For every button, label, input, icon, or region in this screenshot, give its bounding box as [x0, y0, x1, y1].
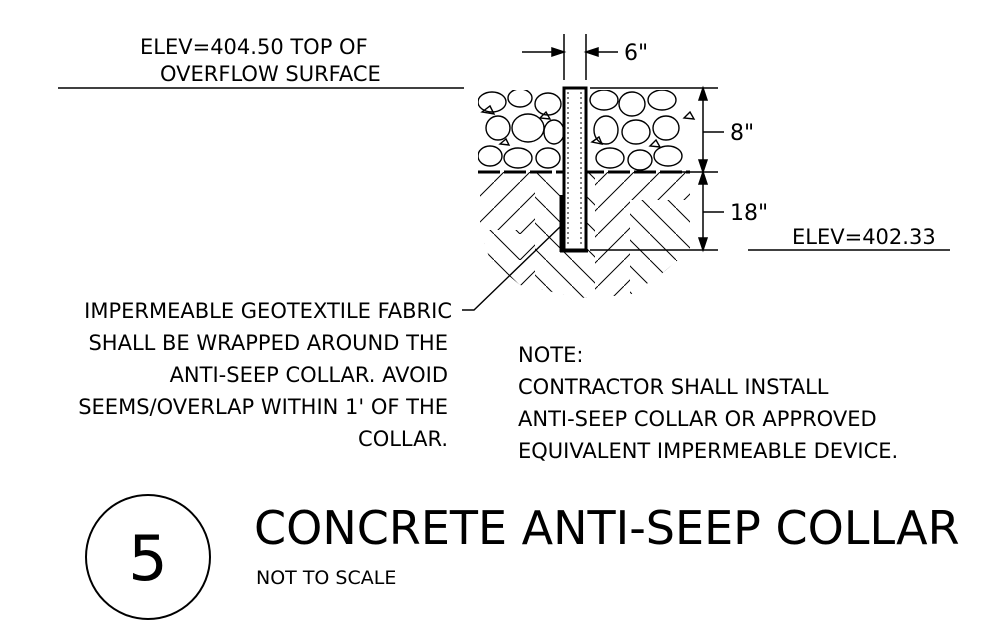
top-elevation-label-line2: OVERFLOW SURFACE	[160, 62, 381, 86]
fabric-note: IMPERMEABLE GEOTEXTILE FABRIC SHALL BE W…	[78, 299, 452, 451]
detail-title: CONCRETE ANTI-SEEP COLLAR	[254, 501, 960, 555]
stone-layer	[478, 90, 696, 171]
collar-width-dimension	[522, 34, 618, 80]
fabric-note-line-5: COLLAR.	[358, 427, 448, 451]
collar-depth-label: 18"	[730, 201, 768, 226]
stone-depth-label: 8"	[730, 121, 754, 146]
fabric-note-line-1: IMPERMEABLE GEOTEXTILE FABRIC	[84, 299, 452, 323]
fabric-leader	[462, 224, 563, 311]
top-elevation-label-line1: ELEV=404.50 TOP OF	[140, 35, 368, 59]
fabric-note-line-4: SEEMS/OVERLAP WITHIN 1' OF THE	[78, 395, 448, 419]
general-note-line-1: CONTRACTOR SHALL INSTALL	[518, 375, 829, 399]
general-note-line-2: ANTI-SEEP COLLAR OR APPROVED	[518, 407, 877, 431]
detail-number-circle	[85, 494, 211, 620]
general-note-heading: NOTE:	[518, 343, 583, 367]
bottom-elevation-label: ELEV=402.33	[792, 225, 936, 249]
general-note-line-3: EQUIVALENT IMPERMEABLE DEVICE.	[518, 439, 898, 463]
depth-dimensions	[590, 85, 724, 253]
fabric-note-line-3: ANTI-SEEP COLLAR. AVOID	[170, 363, 448, 387]
detail-number: 5	[128, 522, 167, 595]
fabric-note-line-2: SHALL BE WRAPPED AROUND THE	[88, 331, 448, 355]
general-note: NOTE: CONTRACTOR SHALL INSTALL ANTI-SEEP…	[518, 343, 898, 463]
detail-scale: NOT TO SCALE	[256, 567, 396, 589]
collar-width-label: 6"	[624, 41, 648, 66]
anti-seep-collar	[562, 86, 588, 252]
